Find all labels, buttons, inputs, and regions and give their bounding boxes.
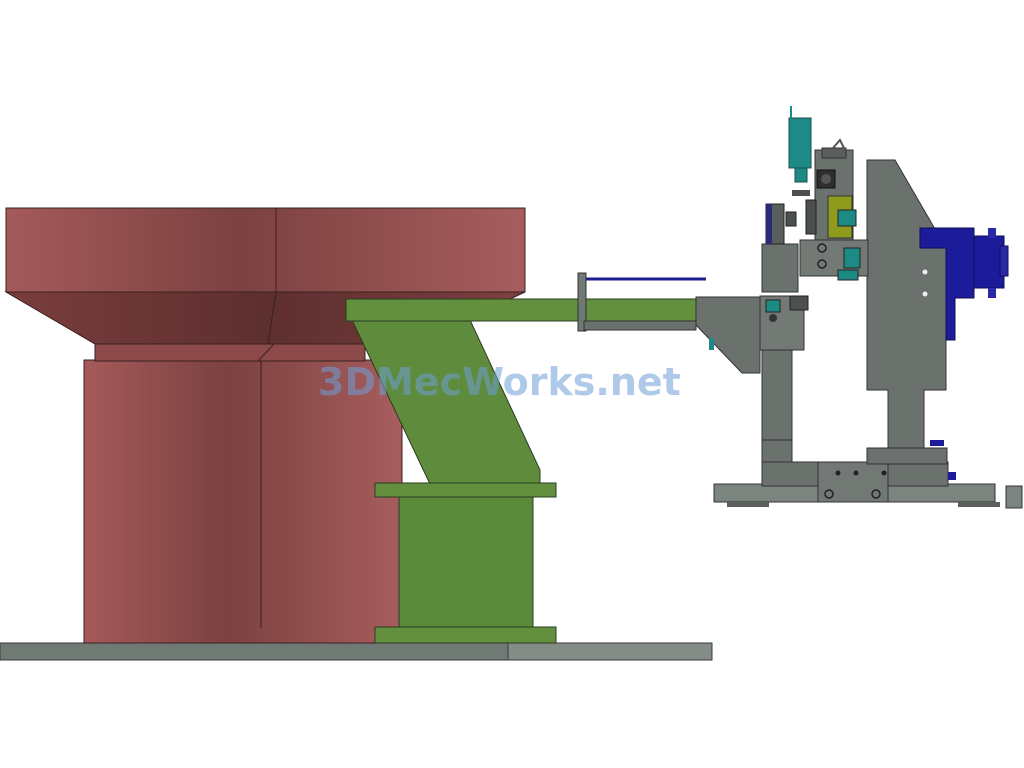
feeder-stand xyxy=(374,482,557,644)
watermark-text: 3DMecWorks.net xyxy=(318,360,681,404)
linear-track-arm xyxy=(345,272,706,485)
pick-and-place-machine xyxy=(695,106,1023,509)
base-plate xyxy=(0,642,713,661)
servo-motor xyxy=(919,227,1009,480)
